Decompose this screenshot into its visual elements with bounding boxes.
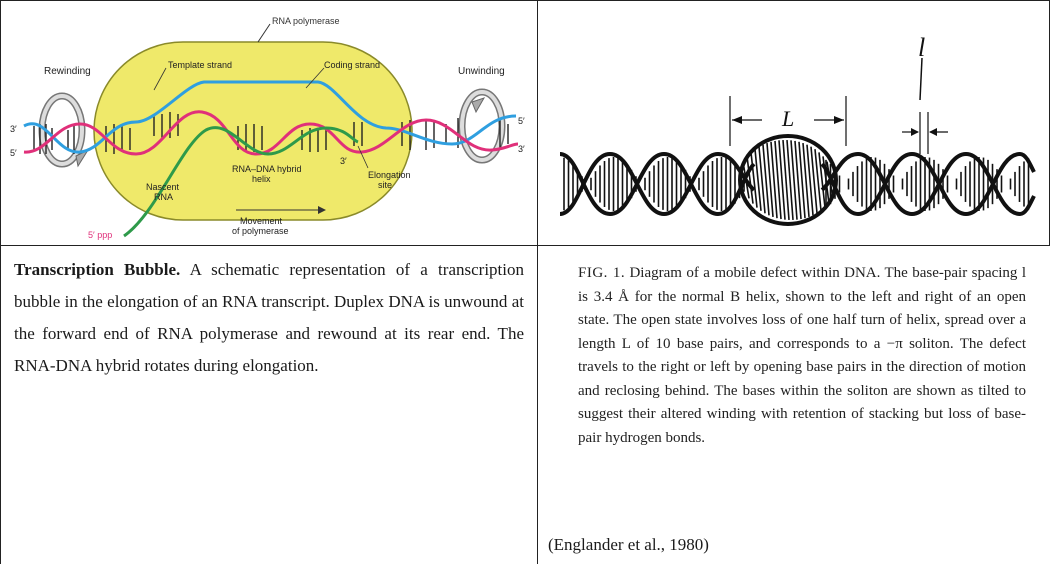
dna-helix-strands: [559, 151, 1036, 217]
right-5prime-label: 5′: [518, 116, 525, 126]
nascent-label-2: RNA: [154, 192, 173, 202]
base-pair-stripe: [798, 141, 806, 219]
base-pair-stripe: [782, 139, 790, 221]
table-border-right: [1049, 0, 1050, 246]
table-divider-horizontal: [0, 245, 1050, 246]
movement-label-1: Movement: [240, 216, 283, 226]
elongation-label-2: site: [378, 180, 392, 190]
ppp-label: 5′ ppp: [88, 230, 112, 240]
rewinding-rotation-icon: [38, 92, 90, 168]
left-caption-body: A schematic representation of a transcri…: [14, 260, 524, 375]
base-pair-stripe: [746, 156, 754, 204]
unwinding-label: Unwinding: [458, 66, 505, 77]
right-caption: FIG. 1. Diagram of a mobile defect withi…: [578, 262, 1026, 450]
bubble-base-rungs: [153, 112, 363, 152]
base-pair-stripe: [826, 161, 834, 199]
base-pair-stripe: [786, 139, 794, 221]
elongation-label-1: Elongation: [368, 170, 411, 180]
base-pair-stripe: [822, 156, 830, 204]
left-5prime-label: 5′: [10, 148, 17, 158]
left-3prime-label: 3′: [10, 124, 17, 134]
movement-label-2: of polymerase: [232, 226, 289, 236]
base-pair-stripe: [770, 141, 778, 219]
template-strand-label: Template strand: [168, 60, 232, 70]
rewinding-label: Rewinding: [44, 66, 91, 77]
base-pair-stripe: [750, 152, 758, 208]
base-pair-stripe: [774, 140, 782, 220]
rna-polymerase-label: RNA polymerase: [272, 16, 340, 26]
coding-strand-label: Coding strand: [324, 60, 380, 70]
table-border-top: [0, 0, 1050, 1]
base-pair-stripe: [814, 149, 822, 211]
base-pair-stripe: [758, 146, 766, 214]
nascent-label-1: Nascent: [146, 182, 180, 192]
base-pair-stripe: [794, 140, 802, 220]
defect-length-label: L: [781, 106, 794, 131]
transcription-bubble-figure: RNA polymerase Rewinding Unwinding: [10, 16, 525, 240]
table-divider-vertical: [537, 0, 538, 564]
left-caption: Transcription Bubble. A schematic repres…: [14, 254, 524, 382]
unwinding-rotation-icon: [458, 88, 506, 164]
base-pair-stripe: [766, 143, 774, 217]
base-spacing-label: l: [918, 33, 925, 62]
right-caption-body: Diagram of a mobile defect within DNA. T…: [578, 265, 1027, 446]
hybrid-3prime-label: 3′: [340, 156, 347, 166]
left-caption-title: Transcription Bubble.: [14, 260, 181, 279]
base-pair-stripe: [778, 140, 786, 220]
base-pair-stripe: [762, 144, 770, 216]
hybrid-label-1: RNA–DNA hybrid: [232, 164, 302, 174]
base-pair-stripe: [742, 161, 750, 199]
base-pair-stripe: [818, 152, 826, 208]
coding-strand: [23, 80, 517, 154]
right-caption-fig-label: FIG. 1.: [578, 265, 626, 281]
base-pair-stripe: [802, 143, 810, 217]
citation: (Englander et al., 1980): [548, 535, 709, 554]
rna-polymerase-bubble: [93, 41, 413, 221]
base-pair-stripe: [806, 144, 814, 216]
base-pair-stripe: [790, 140, 798, 220]
dna-defect-figure: L l: [559, 33, 1036, 226]
template-strand: [23, 110, 519, 156]
hybrid-label-2: helix: [252, 174, 271, 184]
nascent-rna-strand: [123, 126, 359, 238]
base-pair-stripe: [754, 149, 762, 211]
right-3prime-label: 3′: [518, 144, 525, 154]
table-border-left: [0, 0, 1, 564]
base-pair-stripe: [810, 146, 818, 214]
helix-base-pairs: [563, 139, 1030, 221]
